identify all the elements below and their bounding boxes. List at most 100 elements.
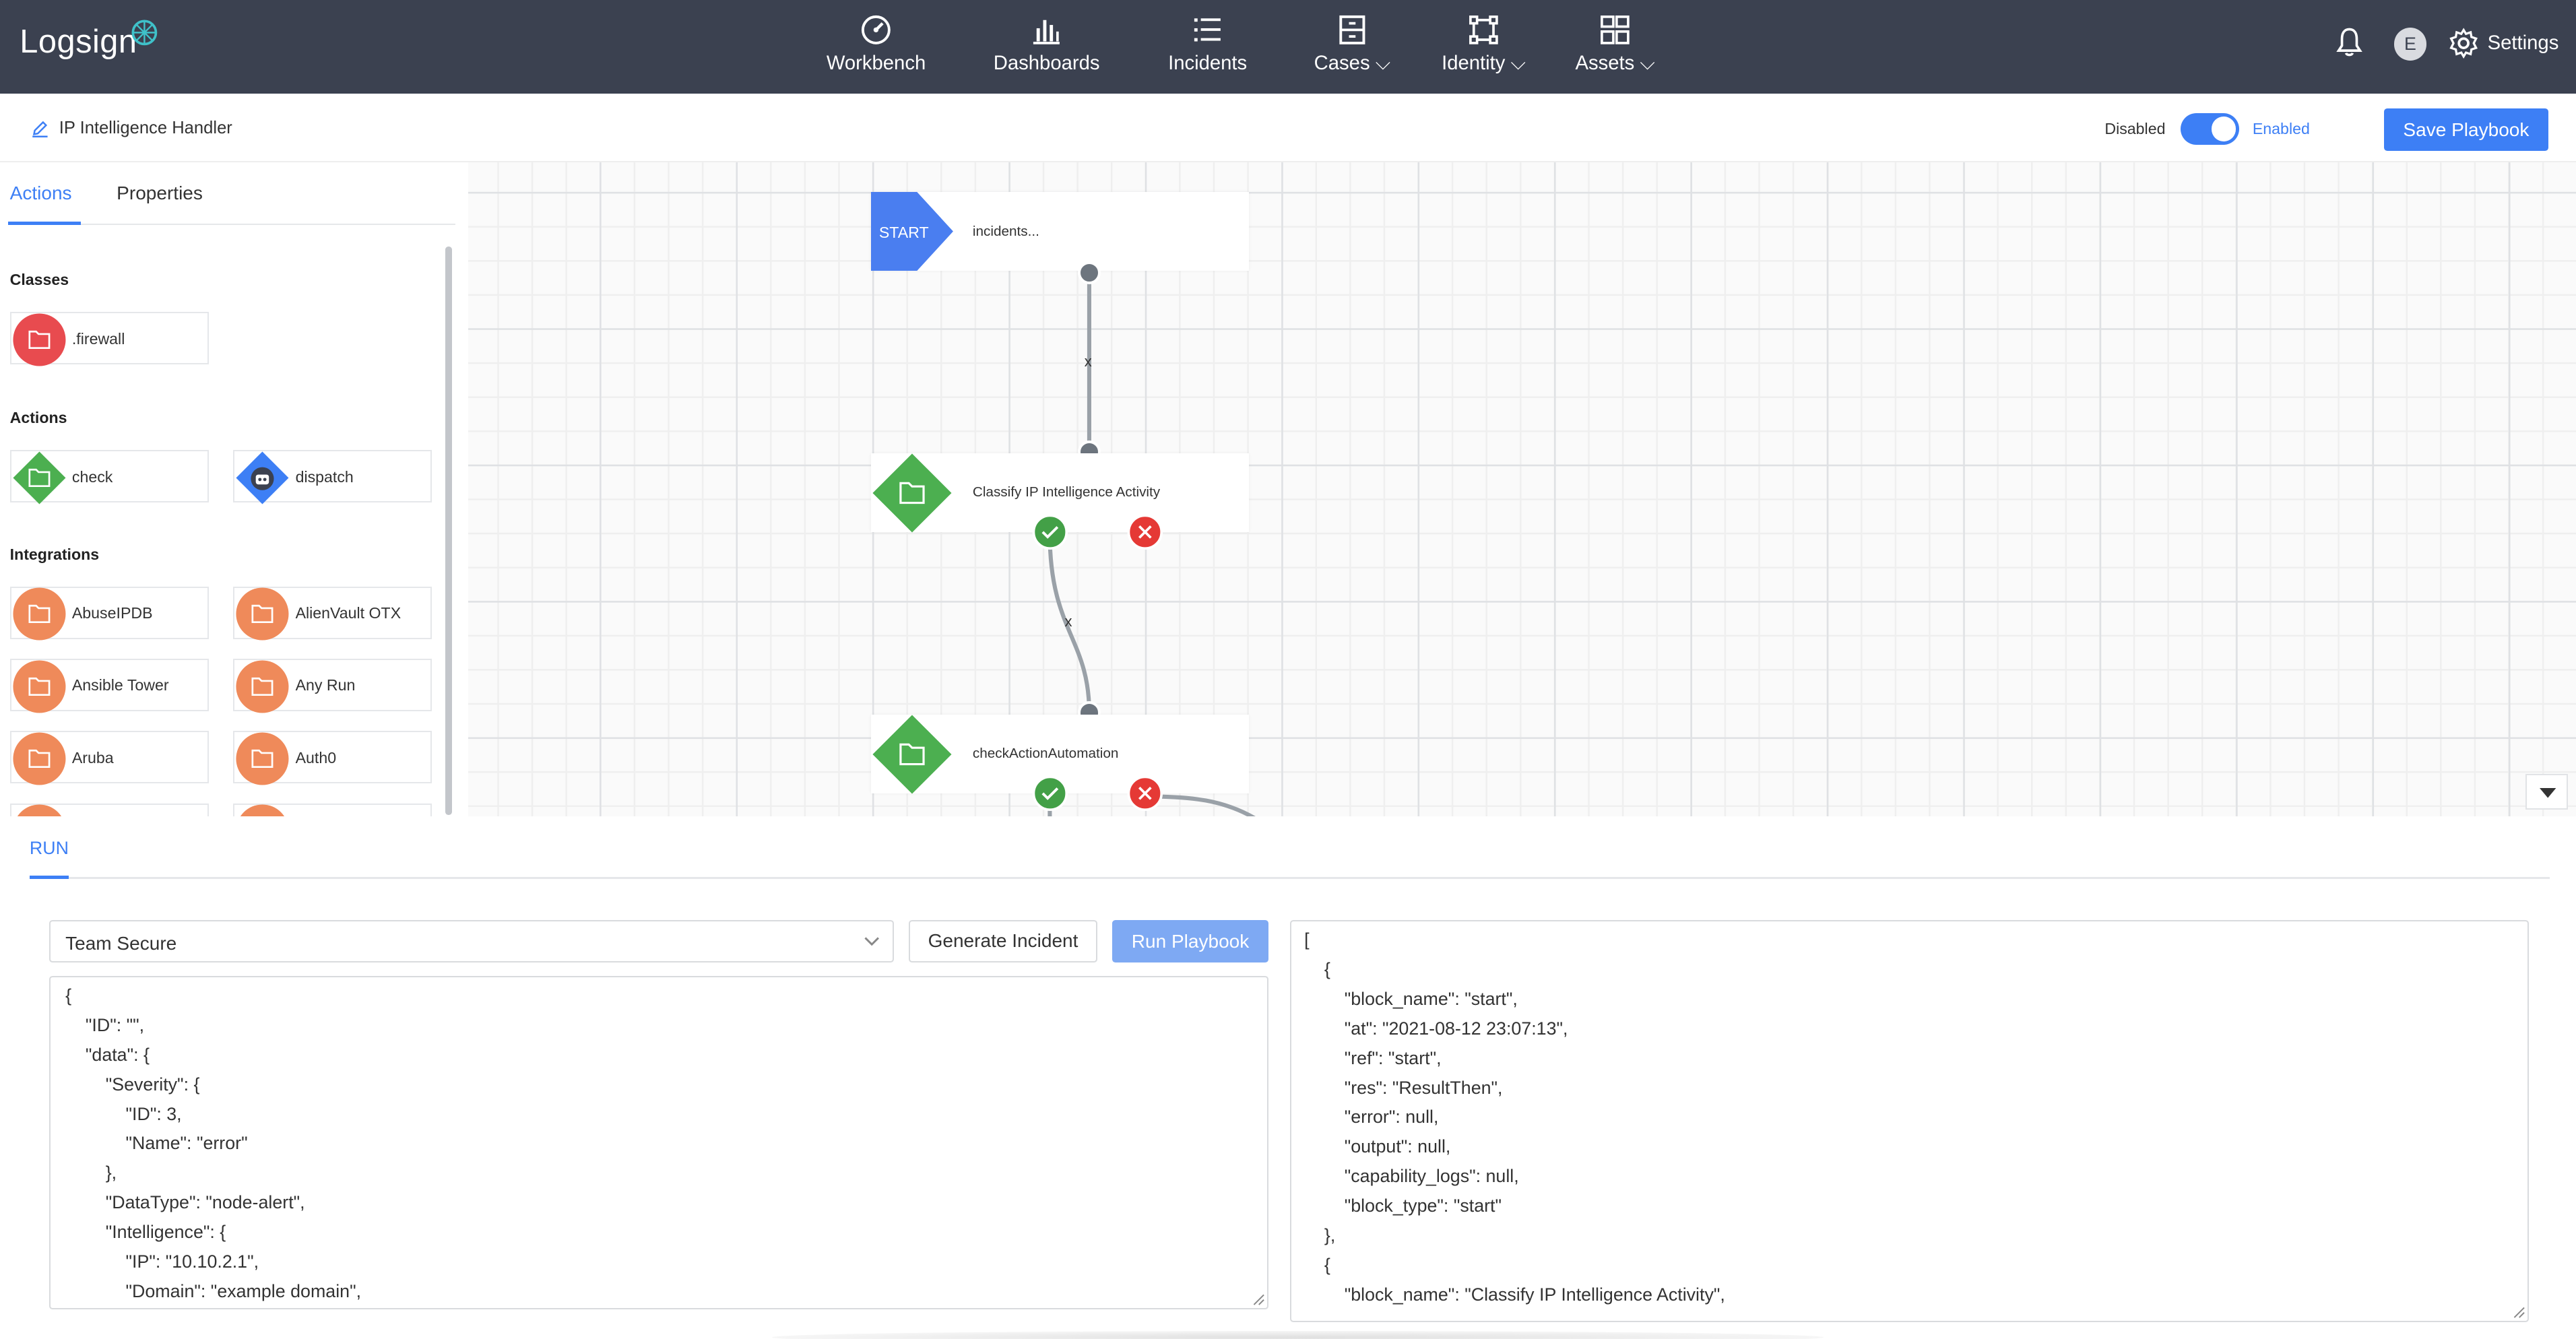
chevron-down-icon: ⌵ bbox=[1634, 53, 1655, 75]
integration-item[interactable]: Auth0 bbox=[233, 731, 432, 785]
actions-title: Actions bbox=[9, 409, 67, 427]
run-panel: RUN Team Secure Generate Incident Run Pl… bbox=[0, 816, 2576, 1339]
edge-marker[interactable]: x bbox=[1084, 353, 1092, 370]
panel-scrollbar[interactable] bbox=[445, 246, 452, 815]
tab-actions[interactable]: Actions bbox=[9, 182, 72, 203]
cabinet-icon bbox=[1339, 15, 1365, 44]
scroll-thumb[interactable] bbox=[445, 246, 452, 815]
logo[interactable]: Logsign bbox=[20, 24, 137, 61]
folder-icon bbox=[13, 587, 66, 641]
divider bbox=[29, 877, 2550, 879]
integration-item[interactable] bbox=[9, 803, 209, 817]
nav-cases[interactable]: Cases ⌵ bbox=[1313, 13, 1392, 79]
integration-item[interactable]: AlienVault OTX bbox=[233, 586, 432, 641]
code-line: "block_name": "Classify IP Intelligence … bbox=[1304, 1284, 1725, 1305]
nav-assets[interactable]: Assets ⌵ bbox=[1572, 13, 1658, 79]
save-playbook-button[interactable]: Save Playbook bbox=[2383, 108, 2548, 152]
bell-icon[interactable] bbox=[2336, 28, 2363, 57]
playbook-canvas[interactable]: START incidents... x Classify IP Intelli… bbox=[468, 162, 2576, 817]
code-line: { bbox=[65, 985, 72, 1006]
top-nav: Logsign Workbench Dashboards Incidents C… bbox=[0, 0, 2576, 94]
check-circle-icon[interactable] bbox=[1032, 514, 1068, 550]
edge-classify-check bbox=[1048, 533, 1092, 713]
pencil-icon[interactable] bbox=[31, 119, 49, 137]
check-circle-icon[interactable] bbox=[1032, 775, 1068, 812]
tab-run[interactable]: RUN bbox=[29, 837, 69, 858]
folder-icon bbox=[240, 804, 285, 817]
class-item-firewall[interactable]: .firewall bbox=[9, 312, 209, 366]
folder-icon bbox=[236, 587, 289, 641]
robot-icon bbox=[236, 451, 289, 504]
resize-handle-icon[interactable] bbox=[1252, 1293, 1266, 1307]
action-label: check bbox=[71, 467, 113, 486]
generate-incident-button[interactable]: Generate Incident bbox=[908, 919, 1098, 963]
team-select-value: Team Secure bbox=[65, 932, 177, 954]
node-label: checkActionAutomation bbox=[972, 746, 1119, 762]
node-label: incidents... bbox=[972, 223, 1039, 239]
nav-workbench[interactable]: Workbench bbox=[826, 13, 926, 79]
logo-mark-icon bbox=[131, 20, 158, 46]
node-label: Classify IP Intelligence Activity bbox=[972, 484, 1161, 500]
playbook-toolbar: IP Intelligence Handler Disabled Enabled… bbox=[0, 94, 2576, 163]
playbook-name[interactable]: IP Intelligence Handler bbox=[31, 119, 232, 138]
close-circle-icon[interactable] bbox=[1127, 775, 1163, 812]
toggle-knob bbox=[2211, 117, 2236, 141]
nav-identity[interactable]: Identity ⌵ bbox=[1438, 13, 1530, 79]
action-item-check[interactable]: check bbox=[9, 450, 209, 504]
nav-label: Assets bbox=[1575, 53, 1635, 75]
code-line: "output": null, bbox=[1304, 1136, 1451, 1157]
resize-handle-icon[interactable] bbox=[2513, 1306, 2526, 1319]
code-line: "data": { bbox=[65, 1044, 150, 1065]
integration-item[interactable]: AbuseIPDB bbox=[9, 586, 209, 641]
code-line: "IP": "10.10.2.1", bbox=[65, 1251, 259, 1272]
integration-label: Auth0 bbox=[295, 748, 337, 766]
output-port[interactable] bbox=[1077, 261, 1101, 284]
caret-down-icon bbox=[2540, 788, 2556, 798]
code-line: "ID": "", bbox=[65, 1014, 145, 1035]
code-line: "DataType": "node-alert", bbox=[65, 1192, 305, 1213]
collapse-panel-button[interactable] bbox=[2525, 773, 2569, 810]
enabled-label: Enabled bbox=[2252, 120, 2310, 138]
gauge-icon bbox=[861, 15, 891, 44]
folder-icon bbox=[13, 451, 66, 504]
code-line: { bbox=[1304, 958, 1330, 979]
nav-label: Dashboards bbox=[993, 53, 1100, 75]
folder-icon bbox=[236, 660, 289, 713]
nav-label: Cases bbox=[1314, 53, 1370, 75]
nav-dashboards[interactable]: Dashboards bbox=[991, 13, 1103, 79]
folder-icon bbox=[13, 732, 66, 785]
settings-button[interactable]: Settings bbox=[2448, 28, 2558, 59]
nav-incidents[interactable]: Incidents bbox=[1163, 13, 1252, 79]
start-badge bbox=[870, 192, 953, 271]
incident-input-editor[interactable]: { "ID": "", "data": { "Severity": { "ID"… bbox=[49, 975, 1268, 1309]
panel-tabs: Actions Properties bbox=[8, 162, 455, 226]
code-line: { bbox=[1304, 1254, 1330, 1275]
code-line: "Domain": "example domain", bbox=[65, 1280, 362, 1301]
integration-label: AlienVault OTX bbox=[295, 604, 401, 622]
integration-item[interactable]: Any Run bbox=[233, 659, 432, 713]
enabled-toggle[interactable] bbox=[2180, 113, 2240, 145]
integration-item[interactable] bbox=[233, 803, 432, 817]
integration-item[interactable]: Aruba bbox=[9, 731, 209, 785]
run-playbook-button[interactable]: Run Playbook bbox=[1112, 919, 1268, 963]
actions-panel: Actions Properties Classes .firewall Act… bbox=[0, 162, 467, 817]
code-line: "capability_logs": null, bbox=[1304, 1166, 1519, 1187]
start-label: START bbox=[878, 223, 929, 241]
edge-layer bbox=[1048, 272, 1256, 817]
tab-properties[interactable]: Properties bbox=[117, 182, 203, 203]
edge-marker[interactable]: x bbox=[1064, 612, 1072, 630]
avatar[interactable]: E bbox=[2393, 28, 2427, 61]
integration-item[interactable]: Ansible Tower bbox=[9, 659, 209, 713]
run-output-viewer[interactable]: [ { "block_name": "start", "at": "2021-0… bbox=[1289, 919, 2529, 1323]
code-line: "res": "ResultThen", bbox=[1304, 1077, 1503, 1098]
identity-icon bbox=[1469, 15, 1498, 44]
folder-icon bbox=[13, 313, 66, 366]
team-select[interactable]: Team Secure bbox=[49, 919, 894, 963]
node-start[interactable]: START incidents... bbox=[870, 192, 1249, 271]
integration-label: Any Run bbox=[295, 676, 356, 694]
nav-label: Workbench bbox=[826, 53, 926, 75]
close-circle-icon[interactable] bbox=[1127, 514, 1163, 550]
gear-icon bbox=[2449, 28, 2478, 59]
action-item-dispatch[interactable]: dispatch bbox=[233, 450, 432, 504]
bar-chart-icon bbox=[1033, 20, 1060, 44]
